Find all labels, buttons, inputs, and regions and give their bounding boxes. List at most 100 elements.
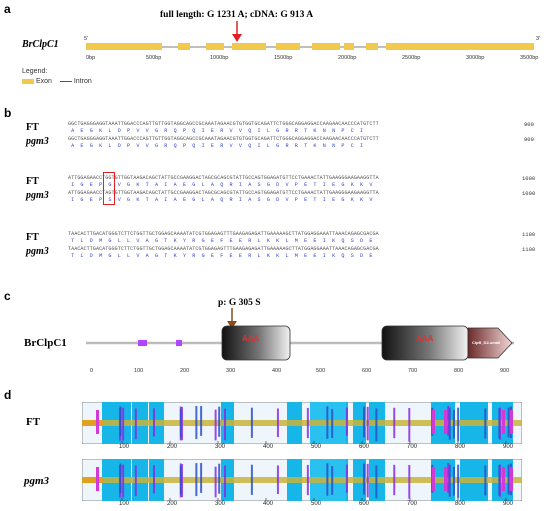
motif-stripe: [331, 409, 334, 438]
gene-structure: [86, 43, 534, 50]
seq-position: 900: [524, 121, 534, 128]
motif-stripe: [134, 408, 137, 440]
track-label-pgm3: pgm3: [24, 475, 50, 487]
motif-stripe: [408, 407, 411, 442]
exon: [386, 43, 534, 50]
motif-stripe: [484, 408, 487, 439]
seq-position: 1000: [522, 190, 536, 197]
ruler-tick: 1500bp: [274, 55, 293, 61]
seq-position: 1100: [522, 246, 536, 253]
clpb-domain-shape: [467, 327, 513, 359]
axis-tick: 900: [503, 501, 514, 507]
motif-stripe: [250, 464, 253, 495]
motif-stripe: [250, 407, 253, 438]
pgm3-track-axis: 100 200 300 400 500 600 700 800 900: [82, 501, 522, 509]
axis-tick: 700: [407, 444, 418, 450]
pgm3-dna-seq: GGCTGAGGGAGGTAAATTGGACCCAGTTGTTGGTAGGCAG…: [68, 136, 379, 142]
protein-tick: 900: [500, 368, 510, 374]
motif-stripe: [214, 466, 217, 498]
pgm3-aa-seq: T L D M G L L V A G T K Y R G E F E E R …: [68, 253, 373, 259]
bp-ruler: 0bp 500bp 1000bp 1500bp 2000bp 2500bp 30…: [86, 55, 539, 63]
protein-tick: 700: [408, 368, 418, 374]
motif-stripe: [180, 407, 183, 441]
motif-stripe: [484, 465, 487, 496]
aaa-domain-1-label: AAA: [242, 334, 260, 343]
motif-stripe: [498, 464, 501, 497]
motif-mark: [510, 410, 513, 434]
exon: [312, 43, 340, 50]
legend-title: Legend:: [22, 68, 48, 75]
seq-position: 900: [524, 136, 534, 143]
aaa-domain-2-label: AAA: [416, 334, 434, 343]
ruler-tick: 500bp: [146, 55, 162, 61]
ruler-tick: 3500bp: [520, 55, 539, 61]
mutation-highlight-box: [103, 172, 115, 205]
motif-stripe: [331, 466, 334, 495]
panel-b-label: b: [4, 106, 12, 120]
consensus-band: [82, 420, 104, 426]
track-label-ft: FT: [26, 416, 41, 428]
ruler-tick: 2000bp: [338, 55, 357, 61]
motif-stripe: [152, 408, 155, 437]
motif-stripe: [306, 464, 309, 496]
row-label-pgm3: pgm3: [26, 136, 49, 147]
motif-mark: [96, 410, 99, 434]
three-prime-label: 3': [536, 36, 541, 42]
axis-tick: 200: [167, 501, 178, 507]
pgm3-dna-seq: TAACACTTGACATGGGTCTTCTGGTTGCTGGAGCAAAATA…: [68, 246, 379, 252]
motif-stripe: [195, 406, 198, 440]
motif-stripe: [326, 463, 329, 496]
exon: [276, 43, 300, 50]
consensus-band: [82, 477, 522, 483]
exon: [86, 43, 162, 50]
intron-swatch: [59, 80, 72, 82]
axis-tick: 100: [119, 444, 130, 450]
motif-stripe: [195, 463, 198, 497]
seq-position: 1100: [522, 231, 536, 238]
exon: [366, 43, 378, 50]
exon: [344, 43, 354, 50]
motif-stripe: [214, 409, 217, 441]
ft-track-axis: 100 200 300 400 500 600 700 800 900: [82, 444, 522, 452]
axis-tick: 600: [359, 501, 370, 507]
motif-stripe: [326, 406, 329, 439]
protein-tick: 800: [454, 368, 464, 374]
motif-stripe: [276, 465, 279, 495]
row-label-ft: FT: [26, 122, 39, 133]
protein-domain-diagram: [86, 325, 514, 361]
motif-stripe: [375, 408, 378, 442]
axis-tick: 800: [455, 444, 466, 450]
motif-stripe: [393, 464, 396, 496]
ft-dna-seq: TAACACTTGACATGGGTCTTCTGGTTGCTGGAGCAAAATA…: [68, 231, 379, 237]
motif-stripe: [366, 463, 369, 498]
motif-stripe: [448, 407, 451, 440]
exon-swatch: [22, 78, 34, 84]
ft-aa-seq: T L D M G L L V A G T K Y R G E F E E R …: [68, 238, 373, 244]
motif-stripe: [447, 463, 450, 493]
motif-mark: [510, 467, 513, 491]
motif-stripe: [134, 465, 137, 497]
clpb-domain-label: ClpB_D2-small: [472, 340, 501, 345]
panel-d-label: d: [4, 388, 12, 402]
motif-stripe: [457, 464, 460, 499]
axis-tick: 300: [215, 501, 226, 507]
motif-stripe: [452, 466, 455, 496]
ruler-tick: 2500bp: [402, 55, 421, 61]
gene-label-c: BrClpC1: [24, 337, 67, 349]
protein-tick: 100: [134, 368, 144, 374]
motif-stripe: [218, 406, 221, 437]
axis-tick: 400: [263, 501, 274, 507]
ruler-tick: 3000bp: [466, 55, 485, 61]
protein-tick: 200: [180, 368, 190, 374]
motif-stripe: [223, 465, 226, 498]
motif-mark: [502, 467, 505, 491]
mutation-arrow-c: [227, 308, 237, 329]
motif-stripe: [179, 465, 182, 495]
legend: Exon Intron: [22, 78, 92, 85]
motif-stripe: [345, 464, 348, 493]
motif-mark: [444, 467, 447, 491]
pgm3-domain-track: [82, 459, 522, 501]
consensus-band: [82, 420, 522, 426]
row-label-ft: FT: [26, 176, 39, 187]
aaa-domain-1-box: [221, 325, 291, 361]
